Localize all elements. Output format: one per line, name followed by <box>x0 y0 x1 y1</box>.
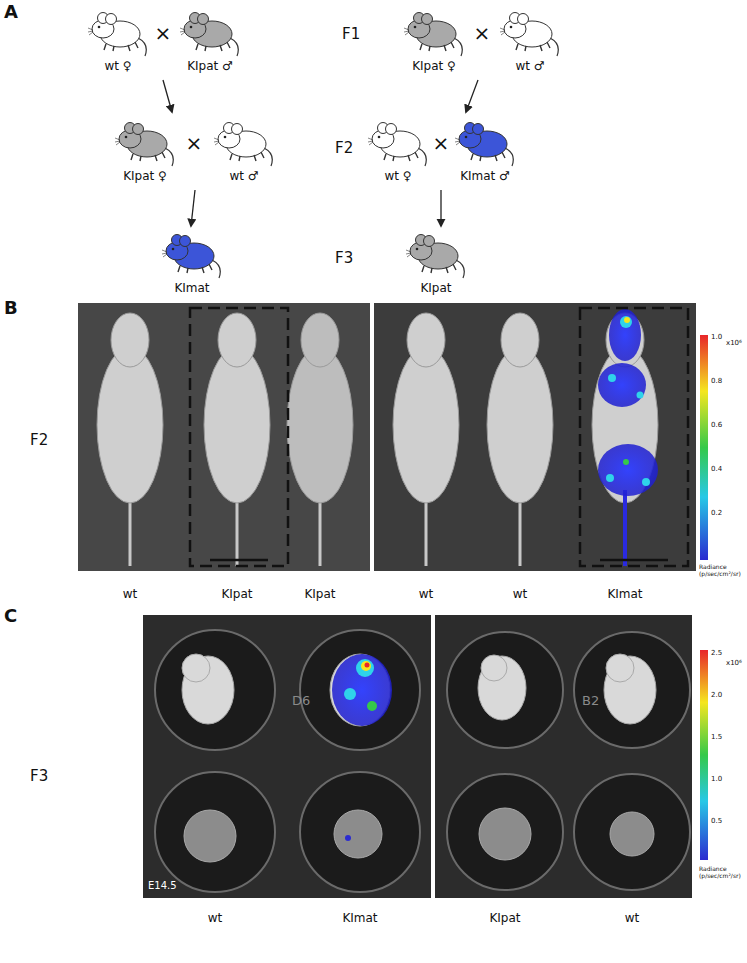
scale-unit: x10⁶ <box>726 340 742 348</box>
scale-tick: 0.4 <box>711 466 722 474</box>
panel-letter: C <box>4 606 17 626</box>
mouse-label: KIpat ♀ <box>412 60 456 73</box>
mouse-label: wt ♂ <box>515 60 544 73</box>
mouse-label: KIpat ♂ <box>187 60 233 73</box>
scale-tick: 0.5 <box>711 818 722 826</box>
genotype-label: KImat <box>607 588 642 601</box>
well-id: D6 <box>292 694 310 708</box>
generation-label: F2 <box>335 140 353 157</box>
cross-symbol: × <box>155 22 172 44</box>
genotype-label: wt <box>208 912 223 925</box>
generation-label: F2 <box>30 432 48 449</box>
generation-label: F3 <box>30 768 48 785</box>
scale-tick: 0.2 <box>711 510 722 518</box>
scale-tick: 2.5 <box>711 650 722 658</box>
scale-tick: 2.0 <box>711 692 722 700</box>
panel-letter: B <box>4 298 18 318</box>
mouse-label: KIpat <box>420 282 451 295</box>
generation-label: F1 <box>342 26 360 43</box>
well-id: B2 <box>582 694 599 708</box>
cross-symbol: × <box>186 132 203 154</box>
mouse-label: KIpat ♀ <box>123 170 167 183</box>
mouse-label: wt ♀ <box>384 170 411 183</box>
genotype-label: KIpat <box>489 912 520 925</box>
genotype-label: wt <box>123 588 138 601</box>
scale-tick: 0.6 <box>711 422 722 430</box>
scale-tick: 1.0 <box>711 334 722 342</box>
scale-tick: 1.0 <box>711 776 722 784</box>
genotype-label: wt <box>625 912 640 925</box>
generation-label: F3 <box>335 250 353 267</box>
mouse-label: wt ♂ <box>229 170 258 183</box>
genotype-label: wt <box>419 588 434 601</box>
scale-title: Radiance (p/sec/cm²/sr) <box>699 866 745 879</box>
scale-unit: x10⁶ <box>726 660 742 668</box>
scale-title: Radiance (p/sec/cm²/sr) <box>699 564 745 577</box>
genotype-label: KImat <box>342 912 377 925</box>
mouse-label: wt ♀ <box>104 60 131 73</box>
cross-symbol: × <box>474 22 491 44</box>
cross-symbol: × <box>433 132 450 154</box>
mouse-label: KImat <box>174 282 209 295</box>
genotype-label: KIpat <box>221 588 252 601</box>
mouse-label: KImat ♂ <box>460 170 510 183</box>
scale-tick: 1.5 <box>711 734 722 742</box>
genotype-label: wt <box>513 588 528 601</box>
stage-label: E14.5 <box>148 880 177 891</box>
panel-letter: A <box>4 2 18 22</box>
scale-tick: 0.8 <box>711 378 722 386</box>
genotype-label: KIpat <box>304 588 335 601</box>
